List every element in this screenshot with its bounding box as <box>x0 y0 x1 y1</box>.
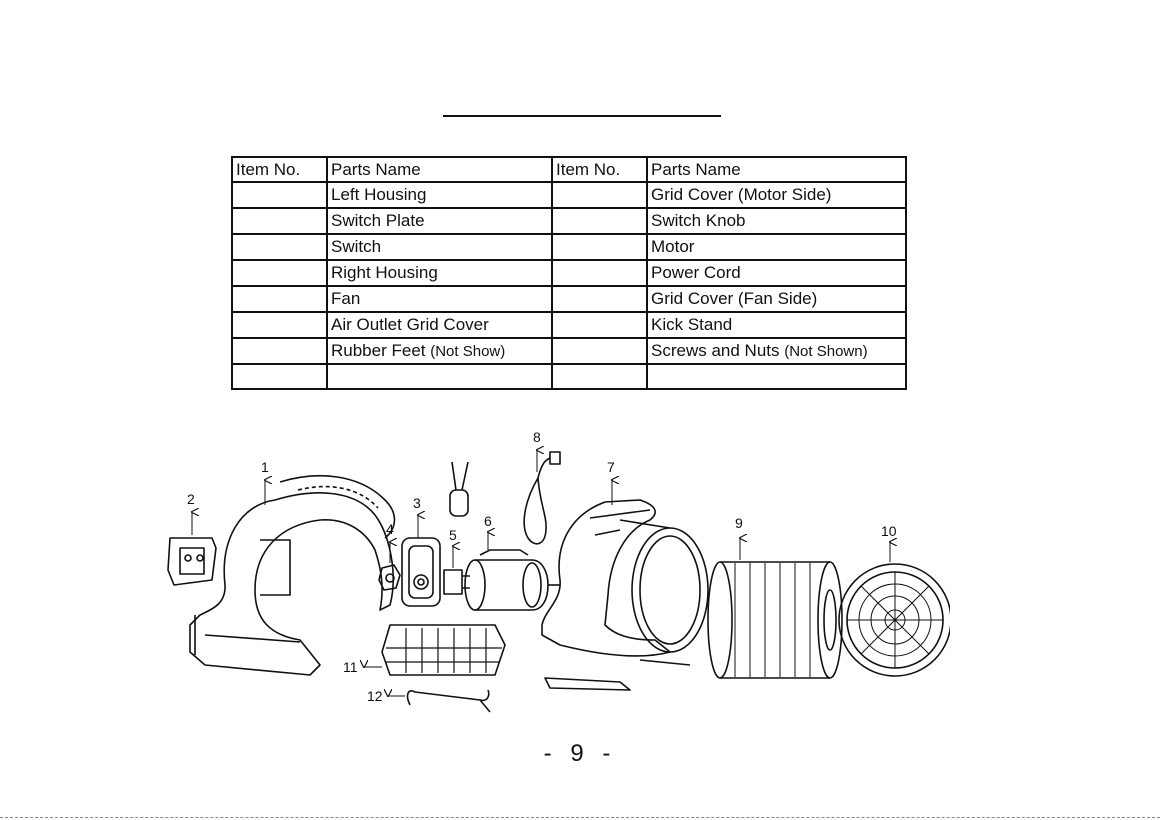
cell-text: Kick Stand <box>651 315 733 334</box>
header-parts-name-2: Parts Name <box>646 156 907 183</box>
parts-name-cell-left: Air Outlet Grid Cover <box>326 311 553 339</box>
callout-arrows <box>192 450 890 696</box>
table-row: Switch Plate Switch Knob <box>231 207 907 235</box>
parts-name-cell-left <box>326 363 553 390</box>
callout-2: 2 <box>187 491 195 507</box>
callout-11: 11 <box>343 659 358 675</box>
title-underline <box>443 115 721 117</box>
cell-text: Switch Plate <box>331 211 425 230</box>
item-no-cell-left <box>231 337 328 365</box>
item-no-cell-right <box>551 337 648 365</box>
parts-table: Item No. Parts Name Item No. Parts Name … <box>231 156 907 390</box>
item-no-cell-left <box>231 233 328 261</box>
parts-name-cell-right: Grid Cover (Motor Side) <box>646 181 907 209</box>
item-no-cell-left <box>231 363 328 390</box>
header-parts-name-1: Parts Name <box>326 156 553 183</box>
cell-text: Fan <box>331 289 361 308</box>
item-no-cell-left <box>231 311 328 339</box>
cell-text: Rubber Feet <box>331 341 431 360</box>
switch-knob-drawing <box>378 564 401 591</box>
cell-text: Right Housing <box>331 263 438 282</box>
cell-text: Air Outlet Grid Cover <box>331 315 489 334</box>
callout-9: 9 <box>735 515 743 531</box>
grid-cover-fan-side-drawing <box>838 563 950 677</box>
callout-1: 1 <box>261 459 269 475</box>
right-housing-drawing <box>541 499 709 691</box>
left-housing-drawing <box>189 474 396 676</box>
parts-name-cell-left: Rubber Feet (Not Show) <box>326 337 553 365</box>
cell-text: Power Cord <box>651 263 741 282</box>
fan-drawing <box>707 561 843 679</box>
parts-name-cell-right: Switch Knob <box>646 207 907 235</box>
callout-7: 7 <box>607 459 615 475</box>
bottom-dashed-rule <box>0 817 1160 818</box>
callout-5: 5 <box>449 527 457 543</box>
parts-name-cell-left: Fan <box>326 285 553 313</box>
parts-name-cell-left: Switch <box>326 233 553 261</box>
callout-12: 12 <box>367 688 383 704</box>
parts-name-cell-right: Motor <box>646 233 907 261</box>
switch-plate-drawing <box>167 537 217 586</box>
table-row: Rubber Feet (Not Show) Screws and Nuts (N… <box>231 337 907 365</box>
item-no-cell-right <box>551 363 648 390</box>
header-item-no-1: Item No. <box>231 156 328 183</box>
parts-name-cell-right: Grid Cover (Fan Side) <box>646 285 907 313</box>
item-no-cell-right <box>551 181 648 209</box>
cell-note: (Not Show) <box>430 343 506 360</box>
cell-text: Screws and Nuts <box>651 341 785 360</box>
callout-8: 8 <box>533 429 541 445</box>
cell-text: Grid Cover (Fan Side) <box>651 289 818 308</box>
callout-labels: 1 2 3 4 5 6 8 7 9 10 11 12 <box>187 429 897 704</box>
motor-drawing <box>464 549 560 611</box>
item-no-cell-left <box>231 207 328 235</box>
table-row <box>231 363 907 390</box>
cell-text: Switch Knob <box>651 211 746 230</box>
exploded-parts-diagram: 1 2 3 4 5 6 8 7 9 10 11 12 <box>167 429 950 713</box>
table-row: Air Outlet Grid Cover Kick Stand <box>231 311 907 339</box>
callout-6: 6 <box>484 513 492 529</box>
item-no-cell-right <box>551 233 648 261</box>
item-no-cell-right <box>551 207 648 235</box>
item-no-cell-left <box>231 181 328 209</box>
callout-10: 10 <box>881 523 897 539</box>
cell-text: Left Housing <box>331 185 427 204</box>
cell-note: (Not Shown) <box>784 343 868 360</box>
item-no-cell-left <box>231 285 328 313</box>
air-outlet-grid-cover-drawing <box>381 624 506 676</box>
item-no-cell-right <box>551 285 648 313</box>
cell-text: Motor <box>651 237 695 256</box>
parts-name-cell-left: Switch Plate <box>326 207 553 235</box>
parts-name-cell-right: Screws and Nuts (Not Shown) <box>646 337 907 365</box>
parts-name-cell-left: Right Housing <box>326 259 553 287</box>
kick-stand-drawing <box>406 689 491 713</box>
parts-name-cell-right: Kick Stand <box>646 311 907 339</box>
parts-name-cell-right: Power Cord <box>646 259 907 287</box>
item-no-cell-left <box>231 259 328 287</box>
table-row: Fan Grid Cover (Fan Side) <box>231 285 907 313</box>
power-cord-drawing <box>523 451 561 545</box>
capacitor-drawing <box>449 461 469 517</box>
page-number: - 9 - <box>543 740 617 767</box>
table-row: Left Housing Grid Cover (Motor Side) <box>231 181 907 209</box>
parts-name-cell-left: Left Housing <box>326 181 553 209</box>
callout-4: 4 <box>386 521 394 537</box>
item-no-cell-right <box>551 311 648 339</box>
parts-name-cell-right <box>646 363 907 390</box>
callout-3: 3 <box>413 495 421 511</box>
table-row: Switch Motor <box>231 233 907 261</box>
fan-blades <box>734 563 811 677</box>
table-row: Right Housing Power Cord <box>231 259 907 287</box>
table-header-row: Item No. Parts Name Item No. Parts Name <box>231 156 907 183</box>
cell-text: Grid Cover (Motor Side) <box>651 185 832 204</box>
header-item-no-2: Item No. <box>551 156 648 183</box>
item-no-cell-right <box>551 259 648 287</box>
switch-drawing <box>401 537 441 607</box>
cell-text: Switch <box>331 237 382 256</box>
